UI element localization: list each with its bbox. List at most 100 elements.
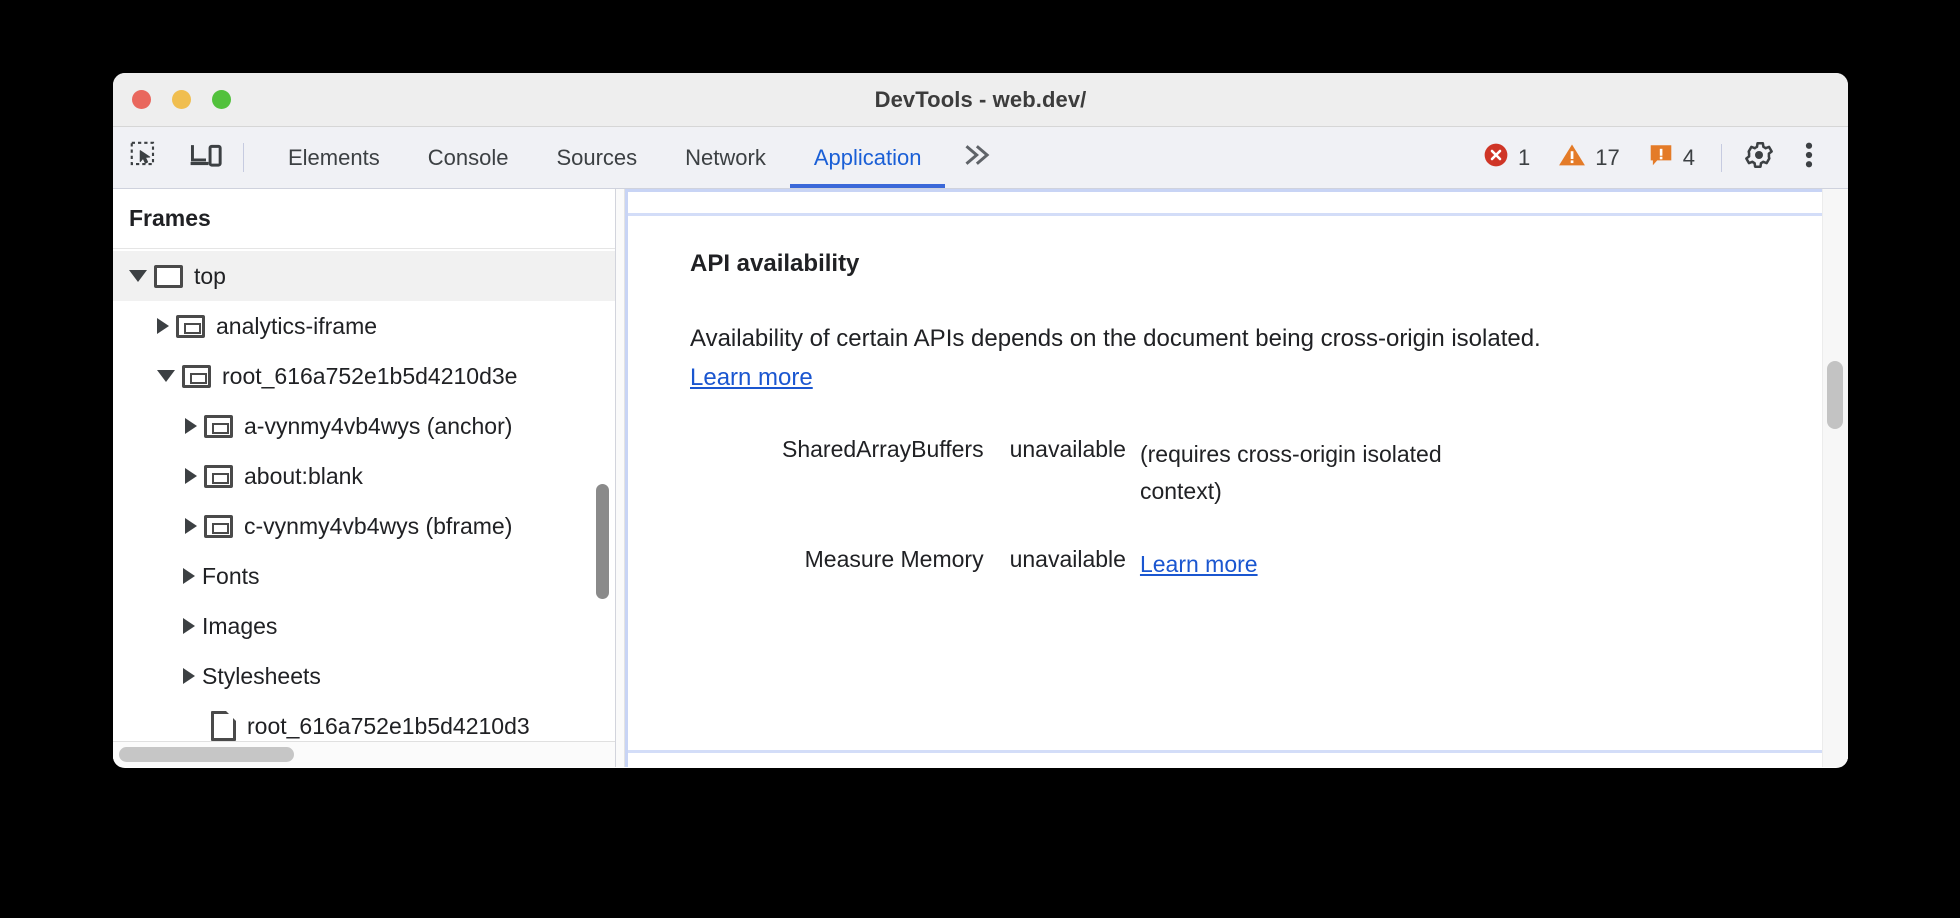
tree-item-stylesheets-label: Stylesheets	[202, 662, 321, 689]
tree-item-stylesheets[interactable]: Stylesheets	[113, 651, 615, 701]
chevron-down-icon[interactable]	[157, 370, 175, 382]
row-shared-array-buffers-value: unavailable	[1009, 435, 1126, 462]
tree-item-fonts-label: Fonts	[202, 562, 260, 589]
tree-item-about-blank[interactable]: about:blank	[113, 451, 615, 501]
traffic-lights	[132, 90, 231, 109]
api-availability-section: API availability Availability of certain…	[628, 216, 1848, 620]
more-tabs-button[interactable]	[945, 127, 1011, 188]
window-maximize-button[interactable]	[212, 90, 231, 109]
api-availability-description: Availability of certain APIs depends on …	[690, 320, 1550, 398]
main-gutter	[616, 189, 625, 767]
window-titlebar: DevTools - web.dev/	[113, 73, 1848, 127]
frames-tree: top analytics-iframe root_616a752e1b5d42…	[113, 249, 615, 751]
frame-top-icon	[154, 264, 183, 288]
device-toolbar-icon	[190, 141, 222, 174]
api-availability-table: SharedArrayBuffers unavailable (requires…	[782, 436, 1470, 620]
row-measure-memory-note: Learn more	[1140, 546, 1470, 619]
toolbar-divider	[243, 143, 244, 172]
frames-sidebar: Frames top analytics-iframe	[113, 189, 616, 767]
error-circle-icon	[1483, 142, 1509, 174]
tab-application[interactable]: Application	[789, 127, 946, 188]
chevron-right-icon[interactable]	[185, 468, 197, 484]
main-area: API availability Availability of certain…	[616, 189, 1848, 767]
tab-console[interactable]: Console	[404, 127, 533, 188]
window-minimize-button[interactable]	[172, 90, 191, 109]
inspect-element-button[interactable]	[113, 127, 175, 188]
application-panel: API availability Availability of certain…	[625, 189, 1848, 767]
tree-item-a-vynmy4vb4wys[interactable]: a-vynmy4vb4wys (anchor)	[113, 401, 615, 451]
frame-icon	[176, 314, 205, 338]
sidebar-header-frames: Frames	[113, 189, 615, 249]
warning-count: 17	[1595, 144, 1620, 170]
toolbar-right-group: 1 17	[1469, 127, 1848, 188]
description-learn-more-link[interactable]: Learn more	[690, 363, 813, 391]
tab-network[interactable]: Network	[661, 127, 790, 188]
main-vertical-scrollbar-thumb[interactable]	[1827, 361, 1843, 429]
panel-top-strip	[628, 192, 1848, 216]
chevron-right-icon[interactable]	[183, 668, 195, 684]
tree-item-top[interactable]: top	[113, 251, 615, 301]
chevron-right-icon[interactable]	[183, 618, 195, 634]
inspect-element-icon	[129, 140, 159, 175]
vertical-dots-icon	[1796, 140, 1822, 175]
row-measure-memory-key: Measure Memory	[804, 546, 984, 573]
tree-item-root-document-label: root_616a752e1b5d4210d3	[247, 712, 530, 739]
frame-icon	[182, 364, 211, 388]
sidebar-horizontal-scrollbar-thumb[interactable]	[119, 747, 294, 762]
tree-item-a-vynmy4vb4wys-label: a-vynmy4vb4wys (anchor)	[244, 412, 513, 439]
devtools-window: DevTools - web.dev/	[113, 73, 1848, 768]
tab-sources-label: Sources	[556, 144, 638, 170]
warning-counter[interactable]: 17	[1544, 142, 1633, 174]
chevron-right-icon[interactable]	[157, 318, 169, 334]
tab-console-label: Console	[427, 144, 509, 170]
tree-item-root-frame[interactable]: root_616a752e1b5d4210d3e	[113, 351, 615, 401]
panel-tabs: Elements Console Sources Network Applica…	[264, 127, 1011, 188]
chevron-right-icon[interactable]	[185, 518, 197, 534]
chevron-double-right-icon	[963, 142, 993, 173]
chevron-down-icon[interactable]	[129, 270, 147, 282]
document-icon	[211, 711, 236, 741]
tab-sources[interactable]: Sources	[532, 127, 661, 188]
issue-counter[interactable]: 4	[1634, 142, 1709, 174]
devtools-toolbar: Elements Console Sources Network Applica…	[113, 127, 1848, 189]
tab-elements[interactable]: Elements	[264, 127, 404, 188]
row-shared-array-buffers-note: (requires cross-origin isolated context)	[1139, 440, 1442, 504]
tree-item-fonts[interactable]: Fonts	[113, 551, 615, 601]
issue-count: 4	[1682, 144, 1695, 170]
tab-application-label: Application	[813, 144, 922, 170]
sidebar-vertical-scrollbar[interactable]	[596, 484, 609, 599]
tree-item-images[interactable]: Images	[113, 601, 615, 651]
panel-bottom-rule	[628, 750, 1848, 753]
tree-item-c-vynmy4vb4wys[interactable]: c-vynmy4vb4wys (bframe)	[113, 501, 615, 551]
tab-network-label: Network	[685, 144, 766, 170]
frame-icon	[204, 464, 233, 488]
tree-item-root-document[interactable]: root_616a752e1b5d4210d3	[113, 701, 615, 751]
main-vertical-scrollbar-track[interactable]	[1822, 189, 1848, 767]
table-row: Measure Memory unavailable Learn more	[782, 546, 1470, 619]
warning-triangle-icon	[1558, 142, 1586, 174]
table-row: SharedArrayBuffers unavailable (requires…	[782, 436, 1470, 547]
main-menu-button[interactable]	[1784, 133, 1834, 183]
measure-memory-learn-more-link[interactable]: Learn more	[1139, 551, 1258, 578]
chevron-right-icon[interactable]	[185, 418, 197, 434]
settings-button[interactable]	[1734, 133, 1784, 183]
gear-icon	[1743, 139, 1775, 176]
description-text: Availability of certain APIs depends on …	[690, 325, 1541, 352]
error-count: 1	[1518, 144, 1531, 170]
chevron-right-icon[interactable]	[183, 568, 195, 584]
tree-item-images-label: Images	[202, 612, 278, 639]
frame-icon	[204, 414, 233, 438]
tree-item-analytics-iframe[interactable]: analytics-iframe	[113, 301, 615, 351]
device-toolbar-button[interactable]	[175, 127, 237, 188]
window-close-button[interactable]	[132, 90, 151, 109]
tree-item-analytics-iframe-label: analytics-iframe	[216, 312, 378, 339]
devtools-body: Frames top analytics-iframe	[113, 189, 1848, 767]
toolbar-right-divider	[1721, 143, 1722, 172]
window-title: DevTools - web.dev/	[874, 87, 1087, 112]
section-title: API availability	[690, 250, 860, 277]
sidebar-horizontal-scrollbar-track[interactable]	[113, 741, 615, 767]
frame-icon	[204, 514, 233, 538]
issue-bubble-icon	[1648, 142, 1674, 174]
error-counter[interactable]: 1	[1469, 142, 1544, 174]
